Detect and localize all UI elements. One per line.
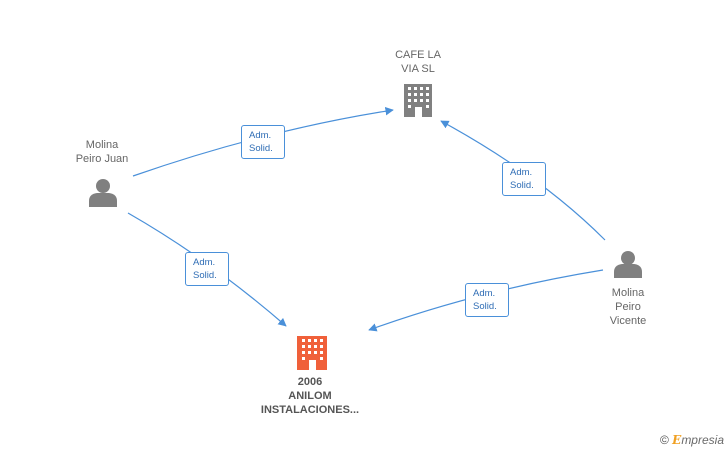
person-label-molina-peiro-vicente[interactable]: Molina Peiro Vicente (609, 287, 647, 327)
edge-label-vicente-anilom: Adm. Solid. (465, 283, 509, 317)
brand-name: mpresia (681, 433, 724, 447)
building-icon (404, 84, 432, 117)
person-icon (89, 179, 117, 207)
person-label-molina-peiro-juan[interactable]: Molina Peiro Juan (75, 139, 129, 165)
edge-label-line2: Solid. (249, 143, 273, 154)
copyright-symbol: © (659, 433, 669, 447)
edge-label-line1: Adm. (510, 167, 533, 178)
edge-label-line2: Solid. (510, 180, 534, 191)
edge-label-line1: Adm. (193, 257, 216, 268)
edge-label-juan-cafe: Adm. Solid. (241, 125, 285, 159)
empresia-logo: © Empresia (660, 433, 724, 447)
edge-label-line1: Adm. (249, 130, 272, 141)
edge-label-line2: Solid. (473, 301, 497, 312)
edge-label-juan-anilom: Adm. Solid. (185, 252, 229, 286)
main-building-icon (297, 336, 327, 370)
edge-label-vicente-cafe: Adm. Solid. (502, 162, 546, 196)
person-icon (614, 251, 642, 278)
company-label-anilom[interactable]: 2006 ANILOM INSTALACIONES... (260, 376, 360, 416)
edge-label-line2: Solid. (193, 270, 217, 281)
brand-initial: E (672, 433, 682, 447)
edge-label-line1: Adm. (473, 288, 496, 299)
company-label-cafe-la-via[interactable]: CAFE LA VIA SL (395, 49, 441, 75)
